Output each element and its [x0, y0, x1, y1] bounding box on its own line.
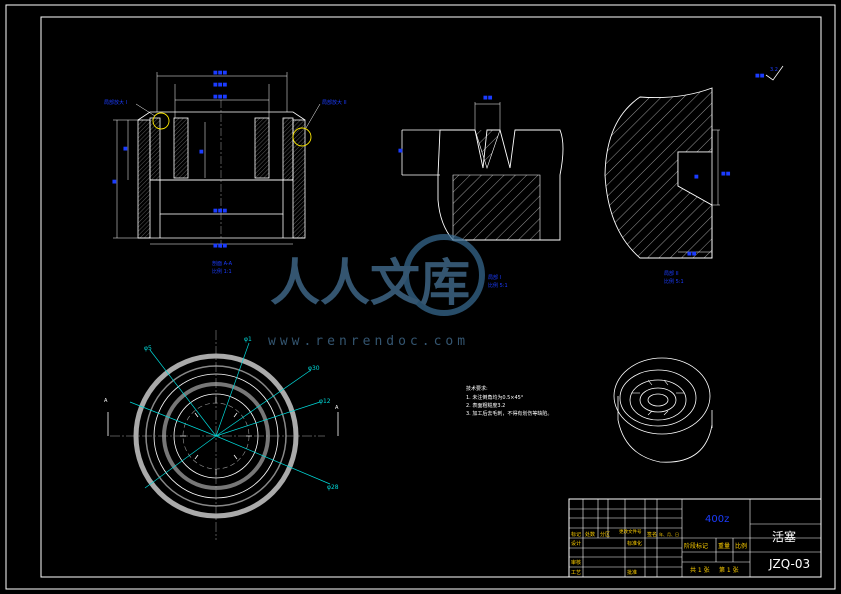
material-text: 400z — [705, 514, 729, 525]
scale-label: 比例 — [735, 542, 747, 550]
dim-label-phi30: φ30 — [308, 365, 320, 372]
row-label: 设计 — [571, 540, 581, 547]
approve-label: 批准 — [627, 569, 637, 576]
row-label: 审核 — [571, 559, 581, 566]
svg-text:A: A — [335, 405, 339, 411]
scale-label-1: 比例 1:1 — [212, 268, 232, 275]
svg-text:■■■: ■■■ — [213, 70, 227, 76]
title-block: 400z 活塞 JZQ-03 阶段标记 重量 比例 共 1 张 第 1 张 标记… — [568, 498, 822, 578]
svg-text:■: ■ — [112, 179, 117, 185]
part-name: 活塞 — [772, 529, 796, 544]
col-label: 签名 — [647, 531, 657, 538]
svg-text:■: ■ — [398, 148, 403, 154]
detail-label-2: 局部 I — [488, 274, 501, 281]
row-label: 标记 — [571, 531, 581, 538]
svg-text:■■: ■■ — [721, 171, 731, 177]
svg-text:■■■: ■■■ — [213, 243, 227, 249]
plan-view: φ1 φ5 φ30 φ12 φ28 A A — [104, 330, 339, 540]
tech-notes: 技术要求: 1. 未注倒角均为0.5×45° 2. 表面粗糙度3.2 3. 加工… — [466, 385, 552, 417]
col-label: 处数 — [585, 531, 595, 538]
outer-border — [5, 4, 836, 590]
svg-text:■■■: ■■■ — [213, 94, 227, 100]
isometric-view — [613, 357, 713, 463]
col-label: 分区 — [600, 531, 610, 538]
svg-text:■: ■ — [199, 149, 204, 155]
watermark-url: www.renrendoc.com — [268, 334, 469, 349]
dim-label-phi5: φ5 — [144, 345, 152, 352]
svg-text:■: ■ — [694, 174, 699, 180]
svg-text:A: A — [104, 398, 108, 404]
section-view: ■■■ ■■■ ■■■ ■■■ ■■■ ■ ■ ■ 局部放大 I 局部放大 II… — [104, 70, 347, 275]
section-label-1: 剖面 A-A — [212, 260, 233, 267]
detail-ref-2: 局部放大 II — [322, 99, 347, 106]
svg-text:■■■: ■■■ — [213, 208, 227, 214]
svg-text:■■: ■■ — [483, 95, 493, 101]
dim-label-phi1: φ1 — [244, 336, 252, 343]
detail-view-2: ■■ ■■ ■ 局部 II 比例 5:1 — [604, 87, 731, 285]
roughness-symbol: 3.2 ■■ — [755, 65, 784, 81]
tech-note-line: 2. 表面粗糙度3.2 — [466, 402, 505, 409]
sheets-count: 共 1 张 — [690, 566, 710, 574]
detail-ref-1: 局部放大 I — [104, 99, 127, 106]
row-label: 工艺 — [571, 570, 581, 576]
detail-scale-2: 比例 5:1 — [488, 282, 508, 289]
dim-label-phi12: φ12 — [319, 398, 331, 405]
svg-text:■■: ■■ — [687, 251, 697, 257]
tech-note-line: 1. 未注倒角均为0.5×45° — [466, 394, 524, 401]
weight-label: 重量 — [718, 542, 730, 550]
tech-notes-heading: 技术要求: — [466, 385, 488, 392]
inner-border — [40, 16, 822, 578]
col-label: 年、月、日 — [659, 531, 679, 537]
std-label: 标准化 — [627, 540, 642, 547]
svg-text:■■: ■■ — [755, 73, 765, 79]
dim-label-phi28: φ28 — [327, 484, 339, 491]
watermark: 人人文库 www.renrendoc.com — [268, 234, 485, 349]
detail-scale-3: 比例 5:1 — [664, 278, 684, 285]
svg-text:■■■: ■■■ — [213, 82, 227, 88]
sheet-number: 第 1 张 — [719, 566, 739, 574]
svg-text:■: ■ — [123, 146, 128, 152]
detail-view-1: ■■ ■ 局部 I 比例 5:1 — [398, 95, 564, 289]
drawing-number: JZQ-03 — [768, 557, 810, 571]
detail-label-3: 局部 II — [664, 270, 679, 277]
col-label: 更改文件号 — [619, 528, 642, 535]
tech-note-line: 3. 加工后去毛刺，不得有划伤等缺陷。 — [466, 410, 552, 417]
stage-mark-label: 阶段标记 — [684, 542, 708, 550]
svg-text:3.2: 3.2 — [770, 67, 778, 73]
watermark-text: 人人文库 — [270, 254, 470, 312]
